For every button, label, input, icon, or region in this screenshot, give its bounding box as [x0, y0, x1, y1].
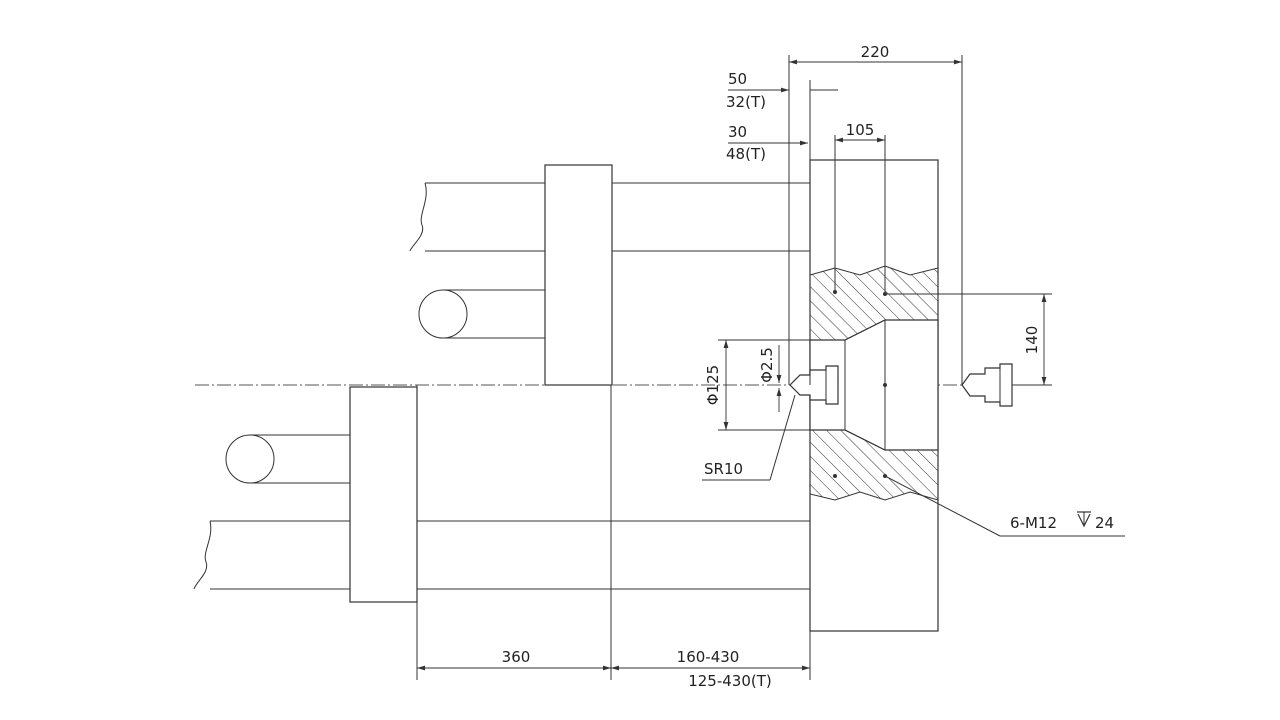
dim-32t: 32(T) — [726, 93, 766, 111]
nozzle-left — [789, 365, 839, 405]
dim-30: 30 — [728, 123, 747, 141]
upper-tie-bar — [409, 182, 810, 252]
upper-cylinder — [418, 289, 545, 339]
dim-220: 220 — [861, 43, 890, 61]
dim-48t: 48(T) — [726, 145, 766, 163]
dim-360: 360 — [502, 648, 531, 666]
fixed-platen — [809, 159, 939, 632]
lower-tie-bar — [193, 520, 810, 590]
dim-dia-125: Φ125 — [704, 365, 722, 405]
label-thread-depth: 24 — [1095, 514, 1114, 532]
dim-125-430t: 125-430(T) — [688, 672, 772, 690]
upper-carriage-block — [544, 164, 613, 386]
depth-symbol-icon — [1077, 511, 1091, 528]
nozzle-right — [961, 363, 1013, 407]
label-thread-spec: 6-M12 — [1010, 514, 1057, 532]
dim-dia-2-5: Φ2.5 — [758, 347, 776, 383]
dim-105: 105 — [846, 121, 875, 139]
dim-160-430: 160-430 — [677, 648, 740, 666]
dim-50: 50 — [728, 70, 747, 88]
lower-carriage-block — [349, 386, 418, 603]
dim-140: 140 — [1023, 326, 1041, 355]
label-sr10: SR10 — [704, 460, 743, 478]
lower-cylinder — [225, 434, 352, 484]
